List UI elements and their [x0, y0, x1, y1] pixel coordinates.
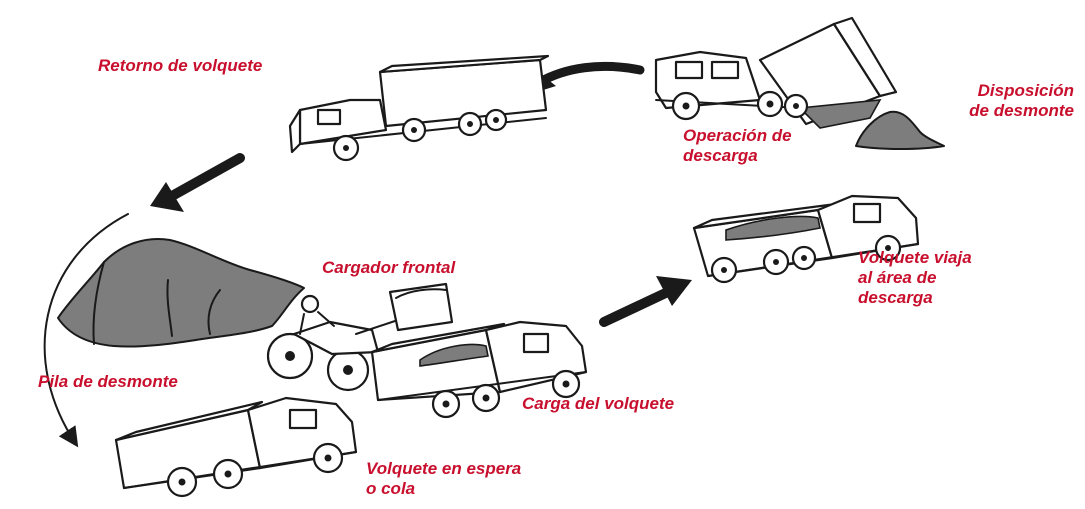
label-queue-line-2: o cola: [366, 479, 416, 498]
label-loading: Carga del volquete: [522, 394, 675, 413]
label-disposal: Disposición de desmonte: [922, 81, 1074, 121]
label-travel: Volquete viaja al área de descarga: [858, 248, 972, 308]
dump-truck-icon-loading: [370, 320, 588, 419]
label-return: Retorno de volquete: [98, 56, 263, 75]
label-loader: Cargador frontal: [322, 258, 456, 277]
label-unloading: Operación de descarga: [683, 126, 792, 166]
dump-truck-icon-unloading: [654, 16, 898, 129]
label-unloading-line-1: Operación de: [683, 126, 792, 145]
arrow-icon-pile-to-queue: [43, 213, 129, 448]
arrow-icon-load-to-travel: [599, 276, 692, 327]
label-queue: Volquete en espera o cola: [366, 459, 521, 499]
label-unloading-line-2: descarga: [683, 146, 758, 165]
dump-truck-icon-queue: [114, 396, 358, 498]
front-loader-icon: [266, 282, 454, 392]
waste-pile-icon-disposal: [855, 110, 945, 150]
label-travel-line-2: al área de: [858, 268, 937, 287]
label-pile: Pila de desmonte: [38, 372, 178, 391]
label-travel-line-3: descarga: [858, 288, 933, 307]
dump-truck-icon-travelling: [692, 194, 920, 284]
label-travel-line-1: Volquete viaja: [858, 248, 972, 267]
label-queue-line-1: Volquete en espera: [366, 459, 522, 478]
label-disposal-line-2: de desmonte: [969, 101, 1074, 120]
dump-truck-icon-return: [288, 54, 550, 162]
waste-pile-icon: [57, 238, 305, 348]
label-disposal-line-1: Disposición: [977, 81, 1074, 100]
arrow-icon-return-to-pile: [150, 153, 245, 212]
